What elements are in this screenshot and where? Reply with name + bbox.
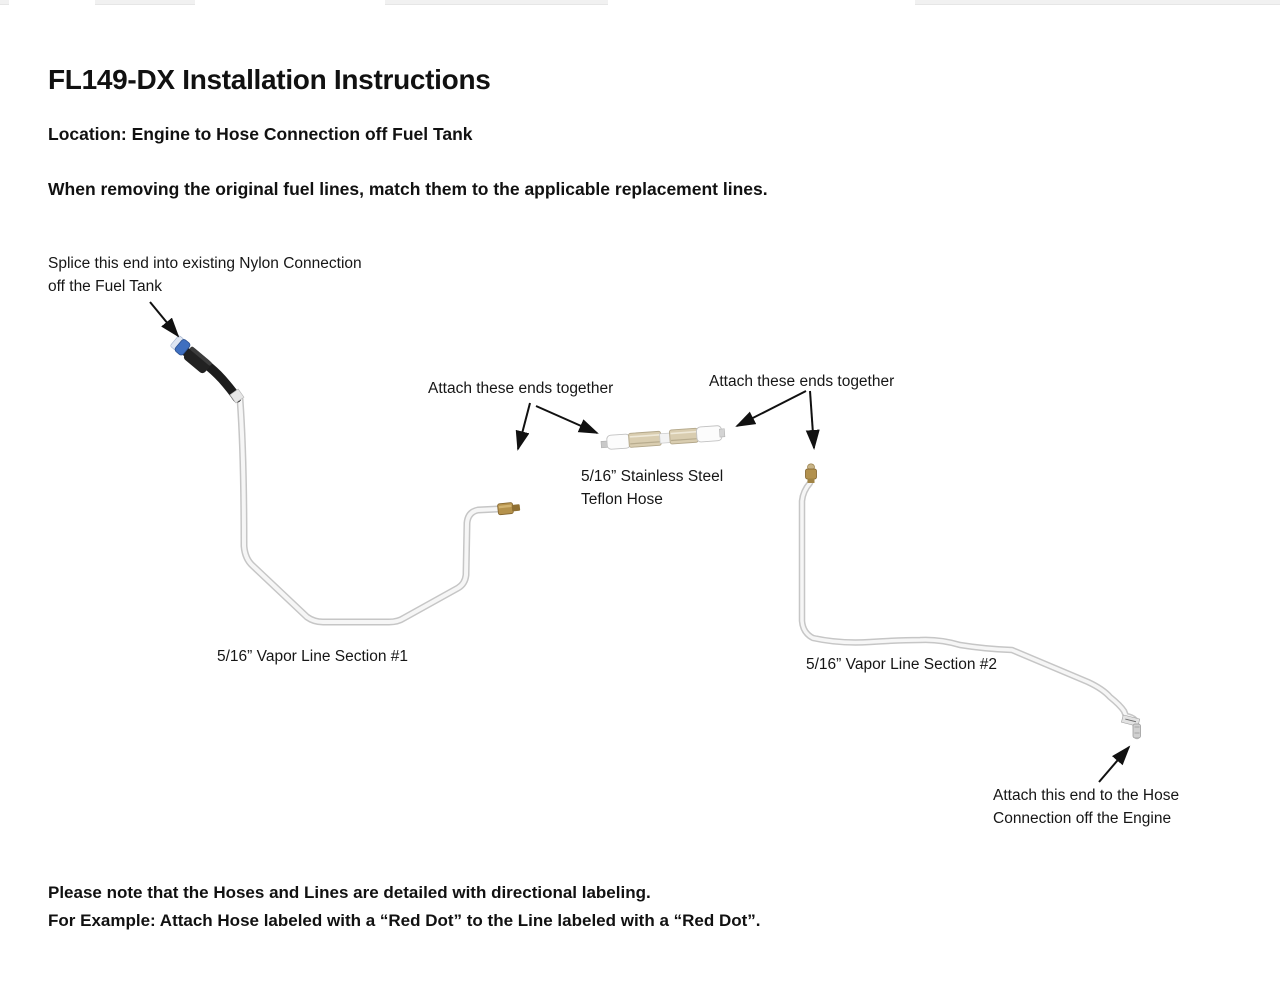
splice-arrow	[149, 301, 180, 338]
engine-annotation-line2: Connection off the Engine	[993, 810, 1172, 827]
splice-annotation-line2: off the Fuel Tank	[48, 278, 163, 295]
vapor-line-1-brass-fitting	[497, 502, 521, 516]
vapor-line-2-label: 5/16” Vapor Line Section #2	[806, 656, 998, 673]
attach-right-arrow-to-line2	[805, 390, 820, 450]
attach-left-arrow-to-line1	[515, 402, 531, 451]
splice-annotation: Splice this end into existing Nylon Conn…	[48, 252, 362, 298]
stainless-hose-label: 5/16” Stainless Steel Teflon Hose	[581, 465, 723, 511]
vapor-line-1-tube	[236, 395, 502, 626]
attach-annotation-left: Attach these ends together	[428, 380, 614, 397]
blue-nylon-connector-icon	[170, 335, 191, 356]
location-line: Location: Engine to Hose Connection off …	[48, 124, 473, 144]
attach-right-arrow-to-hose	[735, 390, 807, 427]
fuel-tank-hose	[170, 335, 245, 404]
footer-note-line1: Please note that the Hoses and Lines are…	[48, 883, 651, 902]
vapor-line-2-tube	[798, 479, 1141, 740]
instruction-line: When removing the original fuel lines, m…	[48, 179, 768, 199]
splice-annotation-line1: Splice this end into existing Nylon Conn…	[48, 255, 362, 272]
vapor-line-2-top-fitting	[805, 463, 817, 483]
footer-note-line2: For Example: Attach Hose labeled with a …	[48, 911, 761, 930]
hose-end-band	[229, 388, 245, 404]
engine-annotation-line1: Attach this end to the Hose	[993, 787, 1180, 804]
vapor-line-1-label: 5/16” Vapor Line Section #1	[217, 648, 409, 665]
engine-annotation: Attach this end to the Hose Connection o…	[993, 784, 1179, 830]
footer-note: Please note that the Hoses and Lines are…	[48, 879, 761, 935]
engine-end-arrow	[1098, 745, 1131, 783]
top-edge-bar	[385, 0, 608, 5]
top-edge-bar	[915, 0, 1280, 5]
stainless-hose-label-line1: 5/16” Stainless Steel	[581, 468, 724, 485]
page-title: FL149-DX Installation Instructions	[48, 64, 491, 95]
stainless-teflon-hose	[600, 425, 726, 450]
attach-annotation-right: Attach these ends together	[709, 373, 895, 390]
connector-body	[183, 346, 212, 374]
vapor-line-2-end-fitting	[1121, 714, 1141, 739]
top-edge-bar	[0, 0, 9, 5]
attach-left-arrow-to-hose	[535, 405, 599, 434]
stainless-hose-label-line2: Teflon Hose	[581, 491, 663, 508]
top-edge-bar	[95, 0, 195, 5]
